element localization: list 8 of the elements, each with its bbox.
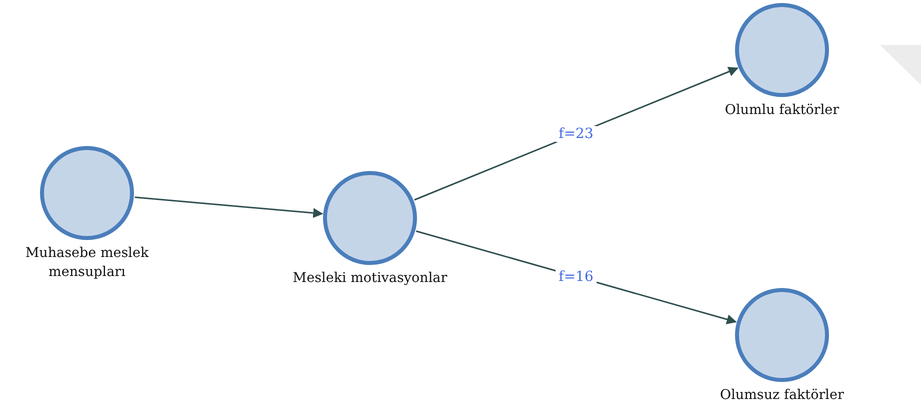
arrow	[134, 196, 324, 218]
edge-label: f=23	[556, 126, 596, 142]
node-label: Muhasebe meslek mensupları	[24, 244, 150, 282]
node-label: Mesleki motivasyonlar	[292, 269, 448, 288]
arrow	[414, 66, 738, 201]
node-label: Olumlu faktörler	[724, 101, 840, 120]
edge-label: f=16	[556, 268, 596, 284]
node-label: Olumsuz faktörler	[720, 386, 844, 405]
